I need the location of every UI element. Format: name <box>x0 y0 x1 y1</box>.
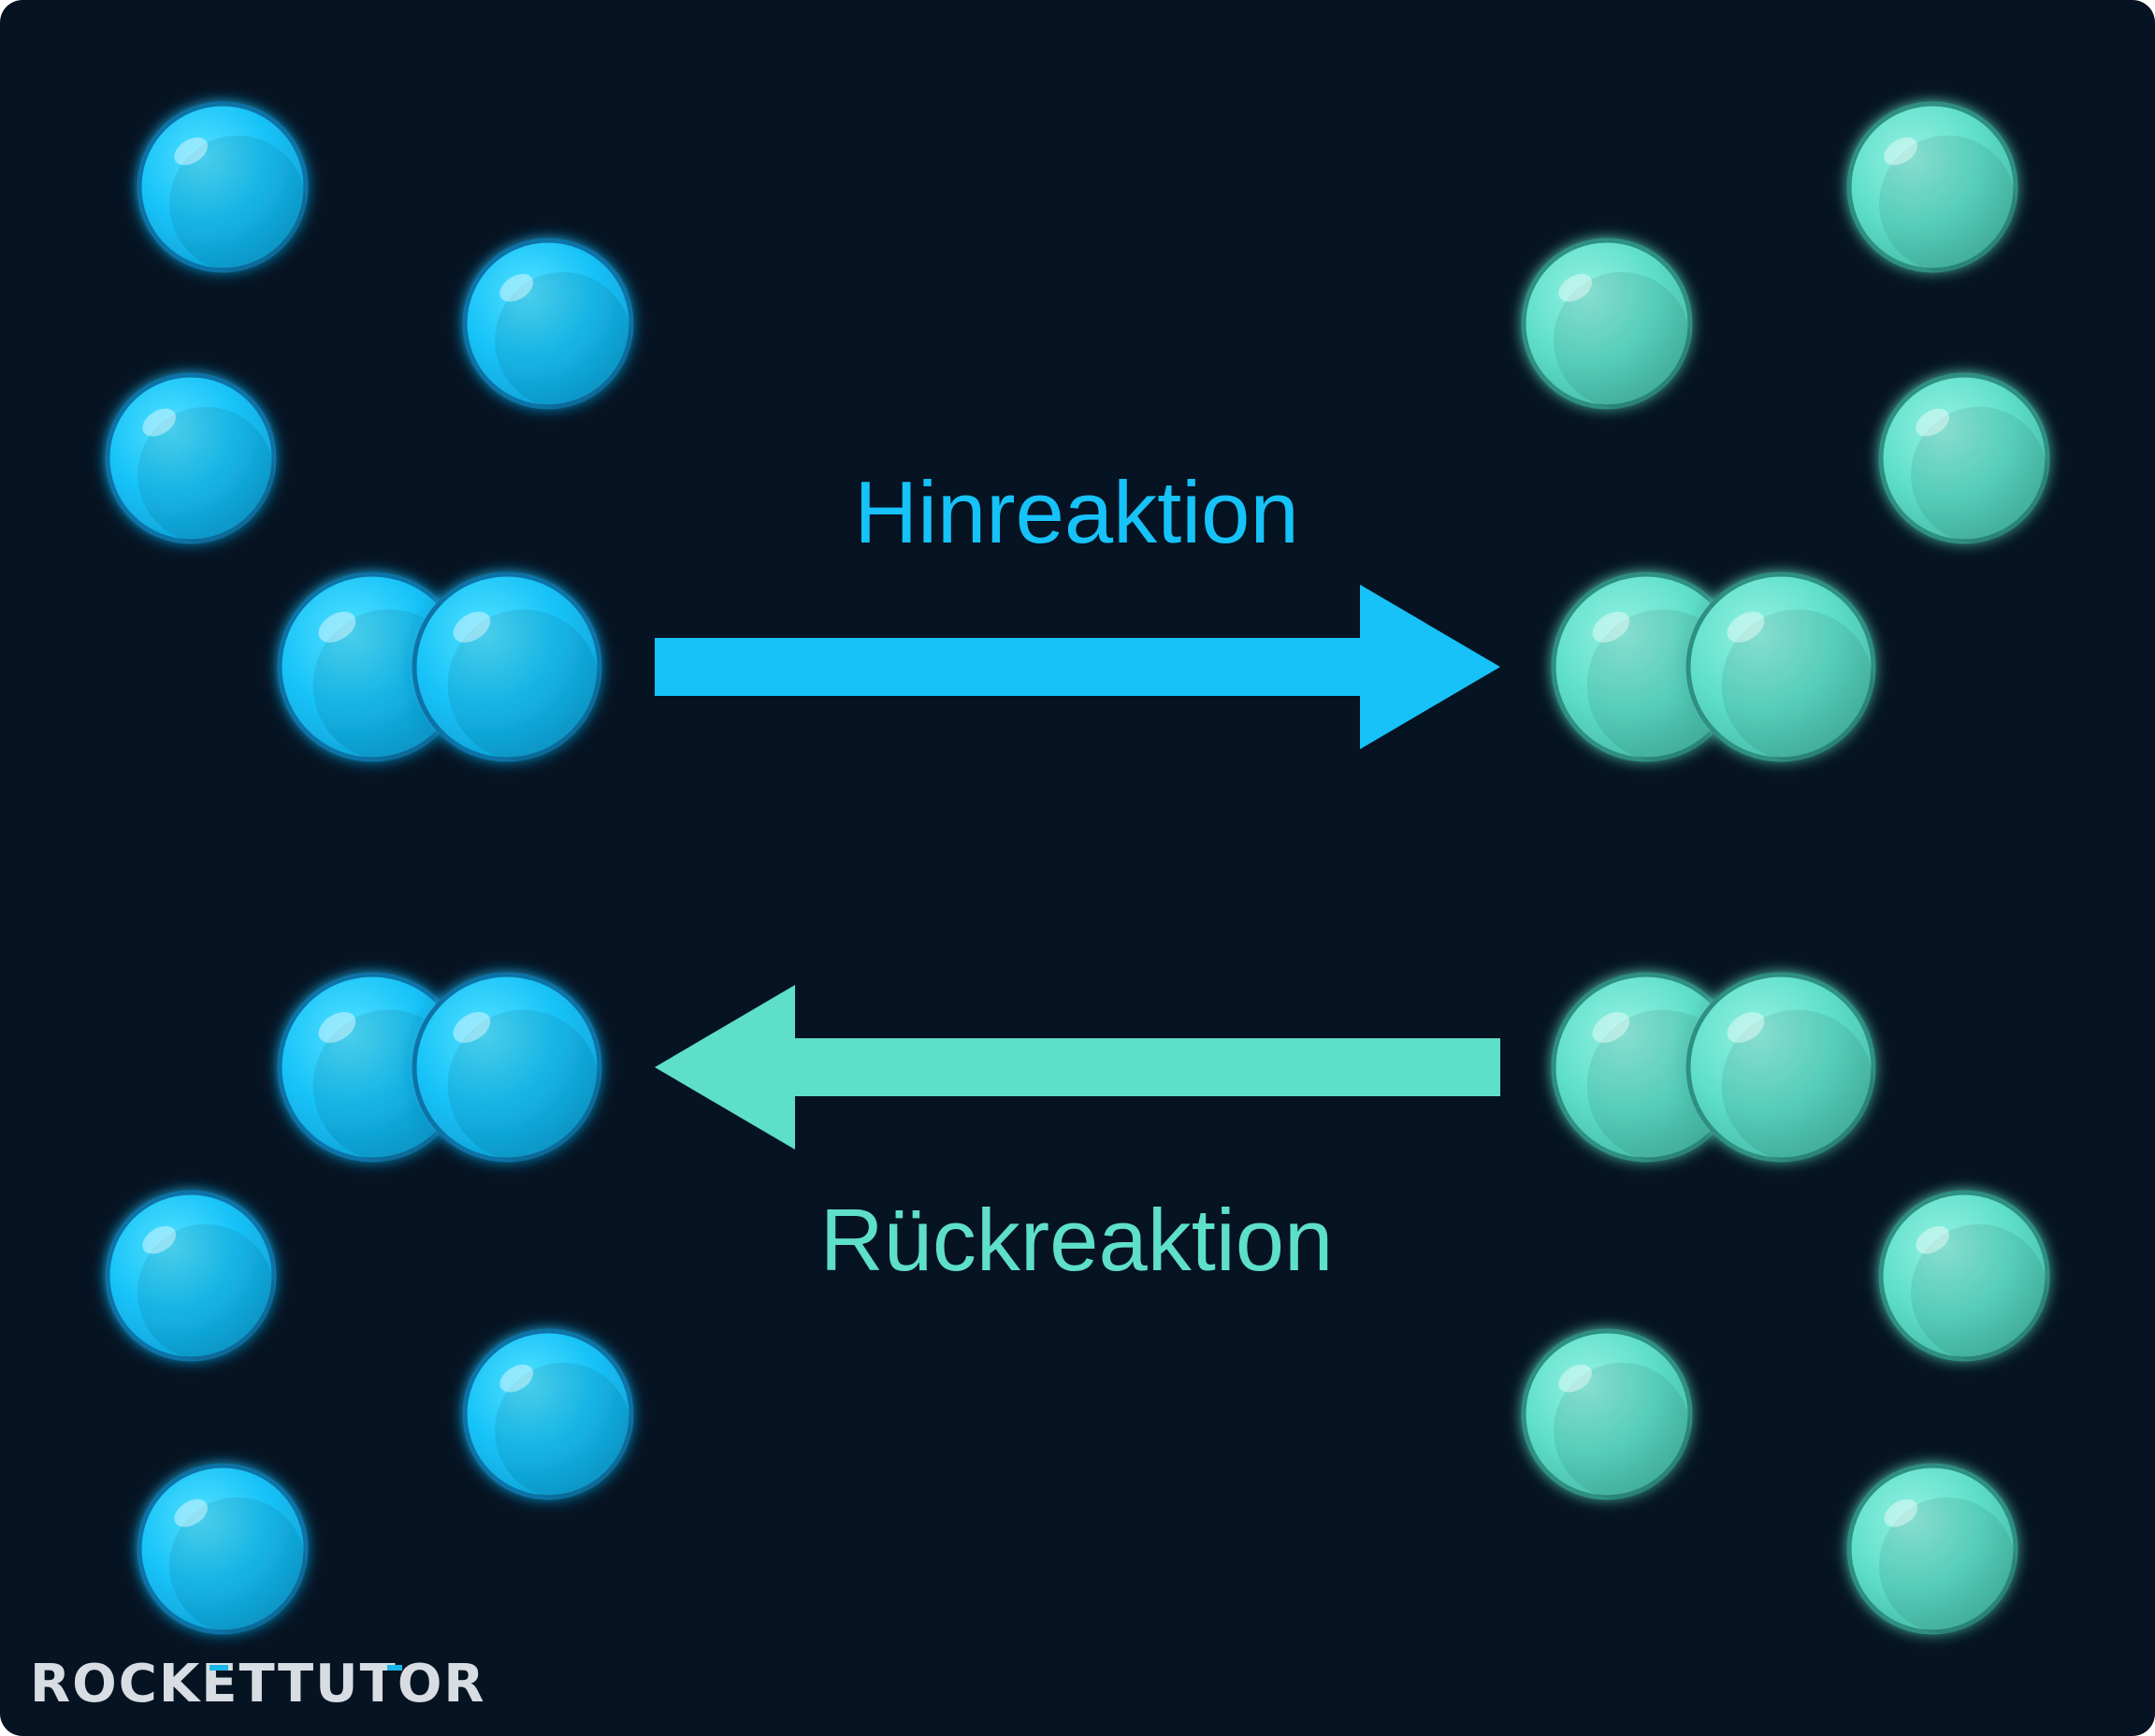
teal-particle-3 <box>1878 372 2050 544</box>
forward-arrow-head <box>1360 585 1500 749</box>
forward-reaction-label: Hinreaktion <box>854 463 1298 561</box>
forward-arrow-shaft <box>655 638 1360 696</box>
teal-molecule-1-atom-2-highlight <box>1727 611 1765 643</box>
teal-particle-1-highlight <box>1884 137 1918 166</box>
blue-particle-4-highlight <box>142 1225 177 1254</box>
blue-molecule-2-atom-2-shade <box>447 1009 600 1162</box>
blue-molecule-2-atom-1-highlight <box>318 1011 356 1043</box>
blue-particle-6-highlight <box>174 1498 209 1527</box>
teal-molecule-2-atom-2 <box>1685 972 1876 1163</box>
logo-accent-dash <box>210 1665 228 1671</box>
teal-particle-4-shade <box>1911 1223 2047 1361</box>
backward-arrow-shaft <box>795 1038 1500 1096</box>
blue-molecule-2-atom-2 <box>412 972 602 1163</box>
blue-particle-3 <box>105 372 277 544</box>
blue-particle-3-highlight <box>142 408 177 437</box>
teal-particle-3-shade <box>1911 406 2047 543</box>
backward-reaction-label: Rückreaktion <box>820 1191 1334 1289</box>
teal-molecule-1-atom-2-shade <box>1721 609 1873 761</box>
backward-arrow <box>655 985 1500 1150</box>
teal-molecule-2-atom-1-highlight <box>1592 1011 1630 1043</box>
teal-particle-2-shade <box>1554 271 1690 409</box>
logo-text: ROCKETTUTOR <box>30 1654 486 1714</box>
blue-particle-6 <box>137 1463 309 1635</box>
blue-particle-1 <box>137 101 309 273</box>
teal-particle-5-shade <box>1554 1362 1690 1499</box>
teal-molecule-2-atom-2-shade <box>1721 1009 1873 1162</box>
blue-molecule-2-atom-1 <box>277 972 468 1163</box>
blue-particle-5 <box>462 1328 634 1500</box>
teal-particle-2-highlight <box>1558 273 1593 302</box>
teal-particle-4-highlight <box>1916 1225 1950 1254</box>
teal-particle-2 <box>1521 238 1693 410</box>
teal-particle-5-highlight <box>1558 1364 1593 1393</box>
blue-particle-2 <box>462 238 634 410</box>
backward-arrow-head <box>655 985 795 1150</box>
teal-particle-6 <box>1846 1463 2018 1635</box>
teal-particle-5 <box>1521 1328 1693 1500</box>
blue-particle-1-highlight <box>174 137 209 166</box>
teal-molecule-1-atom-1 <box>1551 571 1742 762</box>
teal-particle-6-highlight <box>1884 1498 1918 1527</box>
blue-particle-2-shade <box>495 271 632 409</box>
blue-particle-5-highlight <box>499 1364 534 1393</box>
blue-particle-3-shade <box>137 406 274 543</box>
teal-particle-1-shade <box>1879 135 2016 272</box>
teal-particle-1 <box>1846 101 2018 273</box>
blue-particle-1-shade <box>169 135 306 272</box>
particle-field <box>105 101 2050 1635</box>
blue-molecule-1-atom-1-highlight <box>318 611 356 643</box>
rocket-tutor-logo: ROCKETTUTOR <box>30 1654 486 1714</box>
logo-accent-mark <box>387 1665 402 1671</box>
blue-molecule-1-atom-2-highlight <box>453 611 491 643</box>
teal-molecule-2-atom-1 <box>1551 972 1742 1163</box>
teal-molecule-1-atom-1-highlight <box>1592 611 1630 643</box>
forward-arrow <box>655 585 1500 749</box>
blue-particle-2-highlight <box>499 273 534 302</box>
reaction-arrows <box>655 585 1500 1150</box>
teal-particle-4 <box>1878 1190 2050 1362</box>
teal-molecule-1-atom-2 <box>1685 571 1876 762</box>
blue-molecule-1-atom-2 <box>412 571 602 762</box>
teal-molecule-2-atom-2-highlight <box>1727 1011 1765 1043</box>
blue-particle-5-shade <box>495 1362 632 1499</box>
teal-particle-6-shade <box>1879 1497 2016 1634</box>
blue-molecule-2-atom-2-highlight <box>453 1011 491 1043</box>
teal-particle-3-highlight <box>1916 408 1950 437</box>
blue-particle-4 <box>105 1190 277 1362</box>
blue-particle-4-shade <box>137 1223 274 1361</box>
blue-molecule-1-atom-2-shade <box>447 609 600 761</box>
blue-particle-6-shade <box>169 1497 306 1634</box>
